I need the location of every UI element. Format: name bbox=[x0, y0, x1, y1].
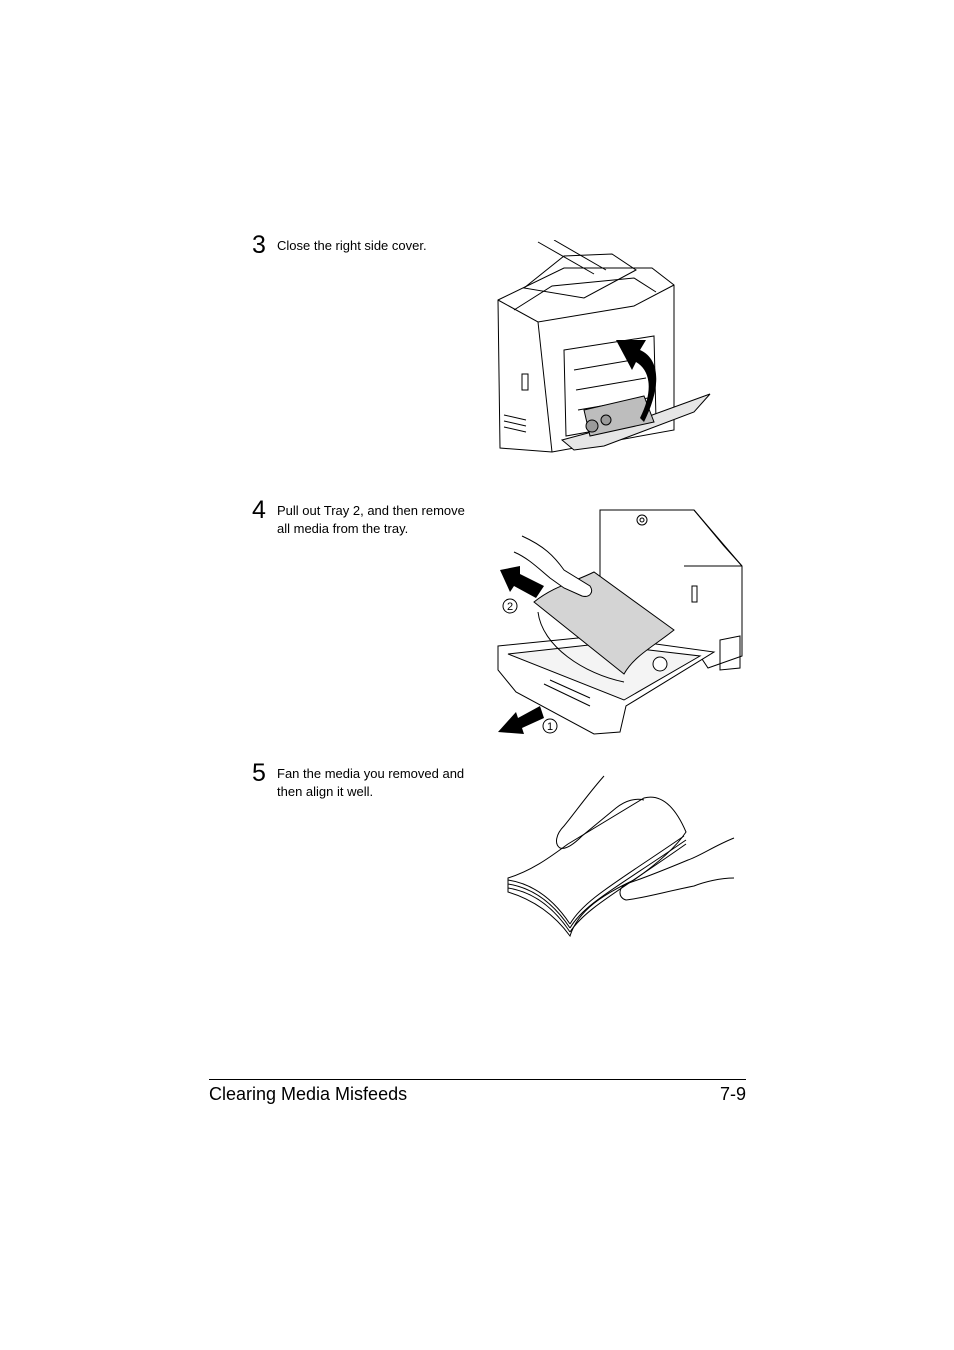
footer-section-title: Clearing Media Misfeeds bbox=[209, 1084, 408, 1104]
step-number: 4 bbox=[252, 496, 266, 524]
step-number: 5 bbox=[252, 759, 266, 787]
tray-2-remove-media-illustration: 2 1 bbox=[494, 506, 746, 736]
step-number: 3 bbox=[252, 231, 266, 259]
callout-1: 1 bbox=[547, 721, 553, 733]
fan-media-illustration bbox=[504, 774, 736, 940]
step-instruction: Pull out Tray 2, and then remove all med… bbox=[277, 503, 465, 536]
step-instruction: Close the right side cover. bbox=[277, 238, 427, 253]
printer-side-cover-close-illustration bbox=[494, 240, 714, 460]
step-instruction: Fan the media you removed and then align… bbox=[277, 766, 465, 799]
footer-divider bbox=[209, 1079, 746, 1080]
footer-page-number: 7-9 bbox=[719, 1084, 746, 1104]
callout-2: 2 bbox=[507, 601, 513, 613]
